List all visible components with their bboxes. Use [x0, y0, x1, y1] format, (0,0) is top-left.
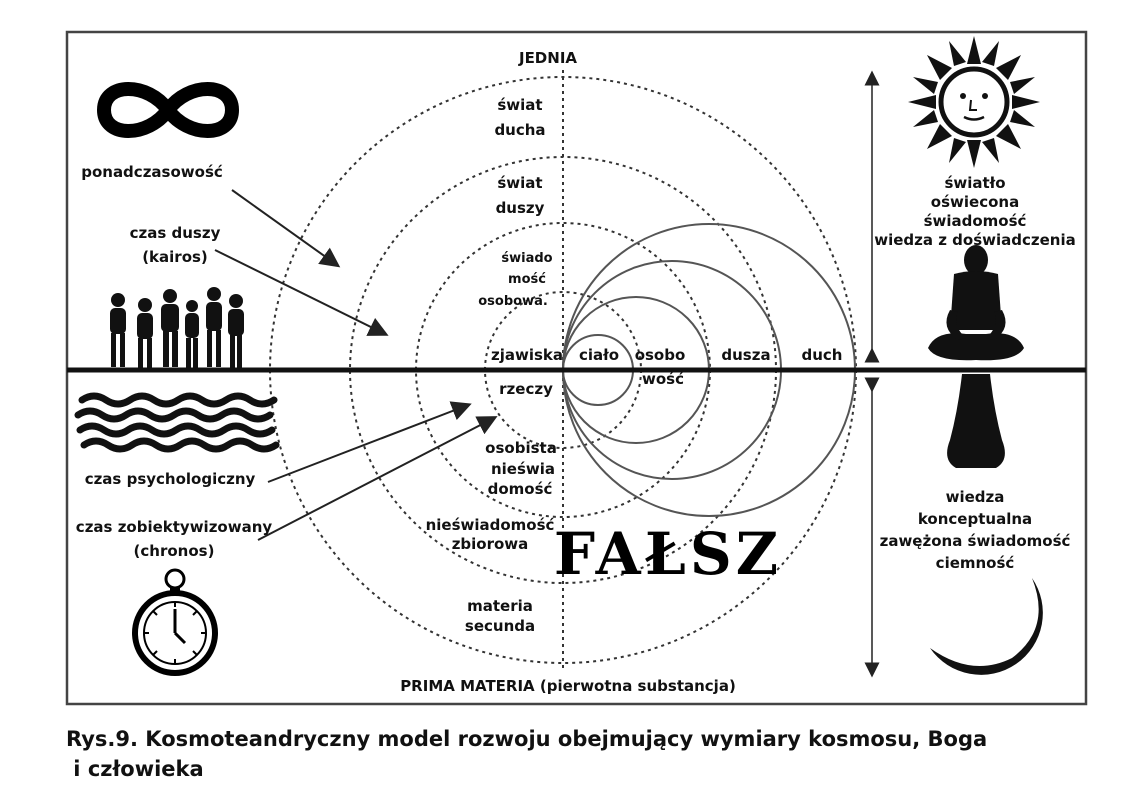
bottom-label: PRIMA MATERIA (pierwotna substancja): [400, 677, 736, 695]
label-swiat-ducha-1: świat: [497, 96, 542, 114]
label-czas-zobiektywizowany-2: (chronos): [134, 542, 215, 560]
label-right-lower-4: ciemność: [936, 554, 1015, 572]
label-materia-1: materia: [467, 597, 533, 615]
crescent-moon-icon: [930, 578, 1043, 675]
falsz-label: FAŁSZ: [554, 520, 782, 588]
label-osobowosc-2: wość: [642, 370, 684, 388]
label-czas-psychologiczny: czas psychologiczny: [85, 470, 256, 488]
label-swiadomosc-2: mość: [508, 272, 546, 287]
label-materia-2: secunda: [465, 617, 535, 635]
label-rzeczy: rzeczy: [499, 380, 553, 398]
label-osobista-2: nieświa: [491, 460, 555, 478]
label-dusza: dusza: [721, 346, 770, 364]
label-czas-duszy-2: (kairos): [142, 248, 208, 266]
caption-line-2: i człowieka: [66, 757, 204, 781]
label-cialo: ciało: [579, 346, 619, 364]
label-right-lower-3: zawężona świadomość: [880, 532, 1071, 550]
top-label: JEDNIA: [518, 49, 577, 67]
label-swiat-duszy-1: świat: [497, 174, 542, 192]
figure-caption: Rys.9. Kosmoteandryczny model rozwoju ob…: [66, 724, 1066, 784]
arrow-ponadczasowosc: [231, 189, 341, 268]
arrow-czas-zobiektywizowany: [257, 416, 498, 541]
label-right-lower-2: konceptualna: [918, 510, 1032, 528]
label-czas-zobiektywizowany-1: czas zobiektywizowany: [76, 518, 273, 536]
figure-reflection-icon: [947, 374, 1005, 468]
label-osobowosc-1: osobo: [635, 346, 686, 364]
label-right-upper-4: wiedza z doświadczenia: [874, 231, 1076, 249]
reflection-icon: [74, 392, 280, 453]
meditating-figure-icon: [928, 245, 1024, 361]
label-zbiorowa-1: nieświadomość: [426, 516, 555, 534]
arrow-czas-psychologiczny: [267, 401, 472, 483]
label-czas-duszy-1: czas duszy: [130, 224, 221, 242]
label-duch: duch: [802, 346, 843, 364]
label-right-lower-1: wiedza: [946, 488, 1005, 506]
label-ponadczasowosc: ponadczasowość: [81, 163, 223, 181]
label-right-upper-3: świadomość: [924, 212, 1027, 230]
infinity-icon: [96, 82, 240, 138]
arrow-czas-duszy: [214, 249, 389, 336]
pocket-watch-icon: [132, 568, 218, 676]
label-swiadomosc-3: osobowa.: [478, 294, 548, 309]
label-osobista-3: domość: [488, 480, 553, 498]
label-swiadomosc-1: świado: [501, 251, 552, 266]
label-swiat-ducha-2: ducha: [494, 121, 545, 139]
sun-face-icon: [908, 36, 1040, 168]
label-swiat-duszy-2: duszy: [496, 199, 545, 217]
label-zbiorowa-2: zbiorowa: [452, 535, 529, 553]
people-silhouettes-icon: [110, 287, 244, 370]
caption-line-1: Rys.9. Kosmoteandryczny model rozwoju ob…: [66, 727, 988, 751]
label-right-upper-1: światło: [944, 174, 1005, 192]
label-osobista-1: osobista: [485, 439, 557, 457]
label-right-upper-2: oświecona: [931, 193, 1019, 211]
label-zjawiska: zjawiska: [491, 346, 563, 364]
